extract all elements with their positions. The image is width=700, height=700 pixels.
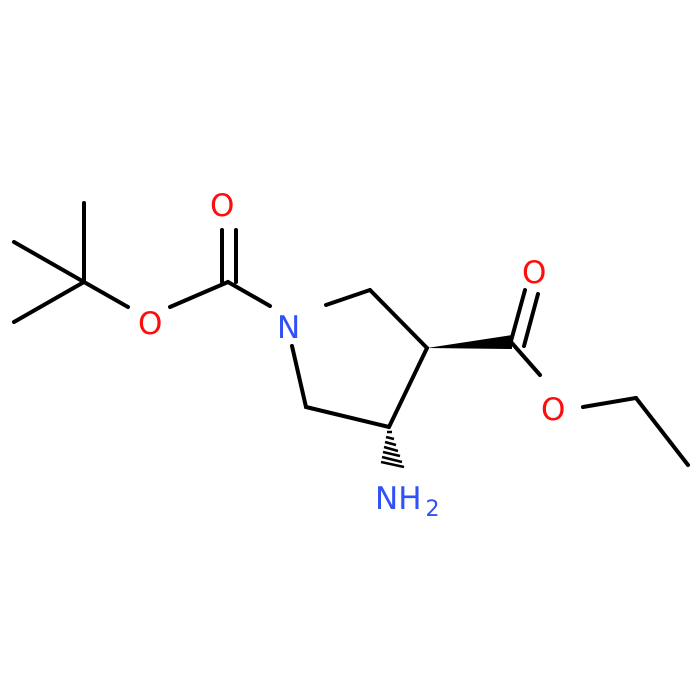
bond-c2-c3 (368, 288, 429, 350)
bond-oxygen-to-ethyl (581, 396, 638, 409)
bond-c5-n (290, 344, 308, 409)
bond-layer (12, 201, 690, 467)
bond-tbu-methyl-left-top (12, 240, 86, 284)
atom-nh2: NH 2 (375, 481, 440, 522)
bond-ester-carbon-to-oxygen (509, 340, 542, 377)
bond-n-c2 (324, 288, 372, 307)
atom-o-ester-ethyl: O (541, 392, 565, 428)
bond-oxygen-to-boc-carbon (168, 280, 230, 309)
bond-tbu-to-oxygen (82, 280, 130, 309)
bond-ester-carbonyl-2 (522, 292, 540, 348)
hashed-bond-c4-amine (380, 430, 405, 469)
bond-c4-c5 (304, 405, 391, 429)
atom-nh2-subscript: 2 (426, 497, 440, 522)
wedge-bond-c3-ester (427, 335, 512, 349)
atom-o-boc-ester: O (138, 306, 162, 342)
atom-n-ring: N (277, 310, 300, 346)
bond-c3-c4 (387, 346, 429, 429)
bond-boc-carbon-to-n (226, 280, 272, 308)
bond-ester-carbonyl-1 (509, 288, 527, 343)
atom-nh2-label: NH (375, 481, 422, 517)
atom-o-ester-carbonyl: O (522, 255, 546, 291)
bond-tbu-methyl-left-bottom (12, 280, 86, 324)
bond-ethyl (634, 396, 690, 467)
atom-o-boc-carbonyl: O (210, 188, 234, 224)
